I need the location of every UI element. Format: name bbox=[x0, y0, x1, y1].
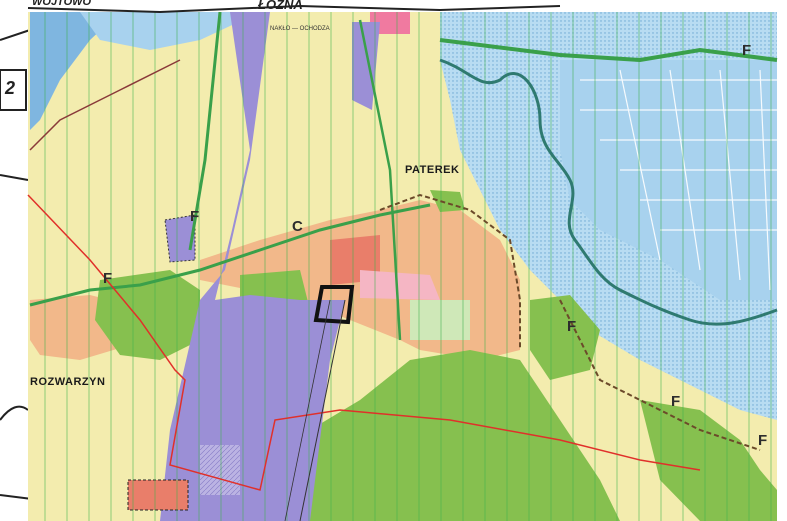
margin-digit: 2 bbox=[5, 78, 16, 98]
road-main bbox=[29, 203, 431, 307]
place-label-rozwarzyn: ROZWARZYN bbox=[30, 376, 106, 388]
zone-label-f: F bbox=[190, 208, 200, 225]
zone-label-c: C bbox=[292, 218, 303, 235]
zone-label-f: F bbox=[758, 432, 768, 449]
zone-label-f: F bbox=[103, 270, 113, 287]
zone-label-f: F bbox=[742, 42, 752, 59]
zone-label-f: F bbox=[671, 393, 681, 410]
river bbox=[439, 58, 778, 326]
road-small-label: NAKŁO — OCHODZA bbox=[270, 26, 330, 32]
place-label-paterek: PATEREK bbox=[405, 164, 460, 176]
zone-label-f: F bbox=[567, 318, 577, 335]
planning-boundary bbox=[27, 194, 701, 491]
highlighted-plot bbox=[313, 285, 355, 325]
road-label-top: ŁOZNA bbox=[258, 0, 303, 12]
place-label-top-left: WÓJTOWO bbox=[32, 0, 92, 8]
